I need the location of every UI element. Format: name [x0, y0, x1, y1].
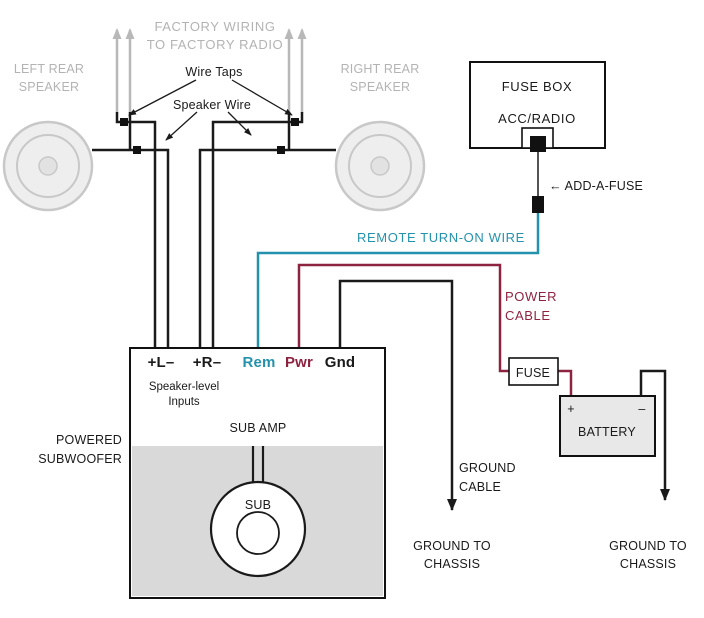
- inline-fuse: [508, 357, 559, 386]
- speaker-wire-arrow-right: [227, 111, 252, 136]
- terminal-left-input: +L–: [148, 354, 175, 371]
- power-cable-label-line1: POWER: [505, 289, 557, 304]
- wire-taps-arrow-right: [231, 79, 293, 116]
- wire-tap-right-2: [277, 146, 285, 154]
- ground-to-chassis-right-line1: GROUND TO: [609, 539, 687, 553]
- acc-radio-label: ACC/RADIO: [498, 111, 576, 126]
- add-a-fuse-holder: [532, 196, 544, 213]
- speaker-level-inputs-line2: Inputs: [168, 396, 200, 408]
- ground-to-chassis-left-line2: CHASSIS: [424, 557, 480, 571]
- wire-tap-left-2: [133, 146, 141, 154]
- right-speaker-mid-ring: [348, 134, 412, 198]
- speaker-level-inputs-line1: Speaker-level: [149, 381, 219, 393]
- wire-taps-label: Wire Taps: [185, 65, 242, 79]
- fuse-box-label: FUSE BOX: [502, 79, 573, 94]
- battery-ground-wire: [639, 369, 670, 501]
- speaker-wire-arrow-left: [165, 111, 198, 141]
- right-rear-speaker-label-line2: SPEAKER: [350, 80, 410, 94]
- powered-subwoofer-label-line1: POWERED: [56, 433, 122, 447]
- power-cable-fuse-to-battery: [558, 369, 573, 396]
- speaker-wire-label: Speaker Wire: [173, 98, 251, 112]
- power-cable-amp-to-fuse: [297, 263, 509, 373]
- wire-tap-left-1: [120, 118, 128, 126]
- ground-to-chassis-left-line1: GROUND TO: [413, 539, 491, 553]
- remote-turn-on-wire-label: REMOTE TURN-ON WIRE: [357, 230, 525, 245]
- left-rear-speaker: [2, 120, 94, 212]
- add-a-fuse-label: ← ADD-A-FUSE: [549, 179, 643, 193]
- battery-minus-terminal: –: [638, 402, 645, 416]
- factory-wiring-label-line1: FACTORY WIRING: [154, 19, 275, 34]
- terminal-power: Pwr: [285, 354, 313, 371]
- sub-amp-label: SUB AMP: [230, 421, 287, 435]
- remote-turn-on-wire: [256, 213, 540, 349]
- battery-label: BATTERY: [578, 425, 636, 439]
- terminal-remote: Rem: [242, 354, 275, 371]
- factory-wiring-label-line2: TO FACTORY RADIO: [147, 37, 284, 52]
- ground-cable-label-line2: CABLE: [459, 480, 501, 494]
- right-speaker-dustcap: [370, 156, 390, 176]
- speaker-wire-left-minus: [92, 148, 170, 349]
- ground-to-chassis-right-line2: CHASSIS: [620, 557, 676, 571]
- left-speaker-dustcap: [38, 156, 58, 176]
- terminal-ground: Gnd: [325, 354, 356, 371]
- powered-subwoofer-label-line2: SUBWOOFER: [38, 452, 122, 466]
- fuse-label: FUSE: [516, 366, 550, 380]
- sub-driver-inner: [236, 511, 280, 555]
- speaker-wire-right-plus: [211, 112, 304, 349]
- wire-tap-right-1: [291, 118, 299, 126]
- right-rear-speaker: [334, 120, 426, 212]
- left-rear-speaker-label-line2: SPEAKER: [19, 80, 79, 94]
- left-rear-speaker-label-line1: LEFT REAR: [14, 62, 84, 76]
- right-rear-speaker-label-line1: RIGHT REAR: [341, 62, 420, 76]
- wire-taps-arrow-left: [128, 79, 197, 116]
- battery: [559, 395, 656, 457]
- amp-ground-cable: [338, 279, 457, 511]
- speaker-wire-left-plus: [115, 112, 157, 349]
- terminal-right-input: +R–: [193, 354, 222, 371]
- speaker-wire-right-minus: [198, 148, 336, 349]
- left-speaker-mid-ring: [16, 134, 80, 198]
- sub-label: SUB: [245, 498, 271, 512]
- power-cable-label-line2: CABLE: [505, 308, 551, 323]
- battery-plus-terminal: +: [567, 402, 575, 416]
- fuse-slot-connector: [530, 136, 546, 152]
- ground-cable-label-line1: GROUND: [459, 461, 516, 475]
